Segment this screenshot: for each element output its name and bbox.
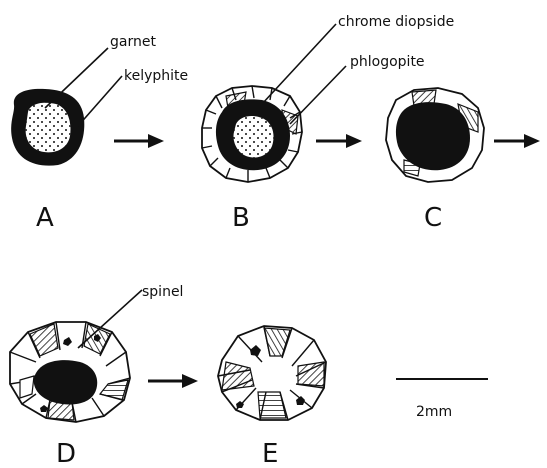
arrow-icon bbox=[114, 134, 164, 148]
stage-letter-b: B bbox=[232, 203, 250, 233]
stage-e-grain bbox=[218, 326, 326, 420]
garnet-core-dots bbox=[26, 103, 71, 153]
arrow-icon bbox=[494, 134, 540, 148]
arrow-icon bbox=[316, 134, 362, 148]
stage-letter-a: A bbox=[36, 203, 54, 233]
garnet-core-dots bbox=[234, 116, 274, 158]
label-spinel: spinel bbox=[142, 284, 183, 300]
stage-a-grain bbox=[11, 89, 84, 166]
label-phlogopite: phlogopite bbox=[350, 54, 425, 70]
stage-letter-e: E bbox=[262, 439, 278, 468]
scale-bar-label: 2mm bbox=[416, 404, 452, 420]
label-chrome-diopside: chrome diopside bbox=[338, 14, 454, 30]
stage-letter-c: C bbox=[424, 203, 442, 233]
label-kelyphite: kelyphite bbox=[124, 68, 188, 84]
arrow-icon bbox=[148, 374, 198, 388]
stage-c-grain bbox=[386, 88, 484, 182]
phlogopite-patch bbox=[298, 362, 324, 386]
stage-d-grain bbox=[10, 322, 130, 422]
label-garnet: garnet bbox=[110, 34, 156, 50]
stage-letter-d: D bbox=[56, 439, 76, 468]
scale-bar: 2mm bbox=[396, 379, 488, 420]
stage-b-grain bbox=[202, 86, 302, 182]
